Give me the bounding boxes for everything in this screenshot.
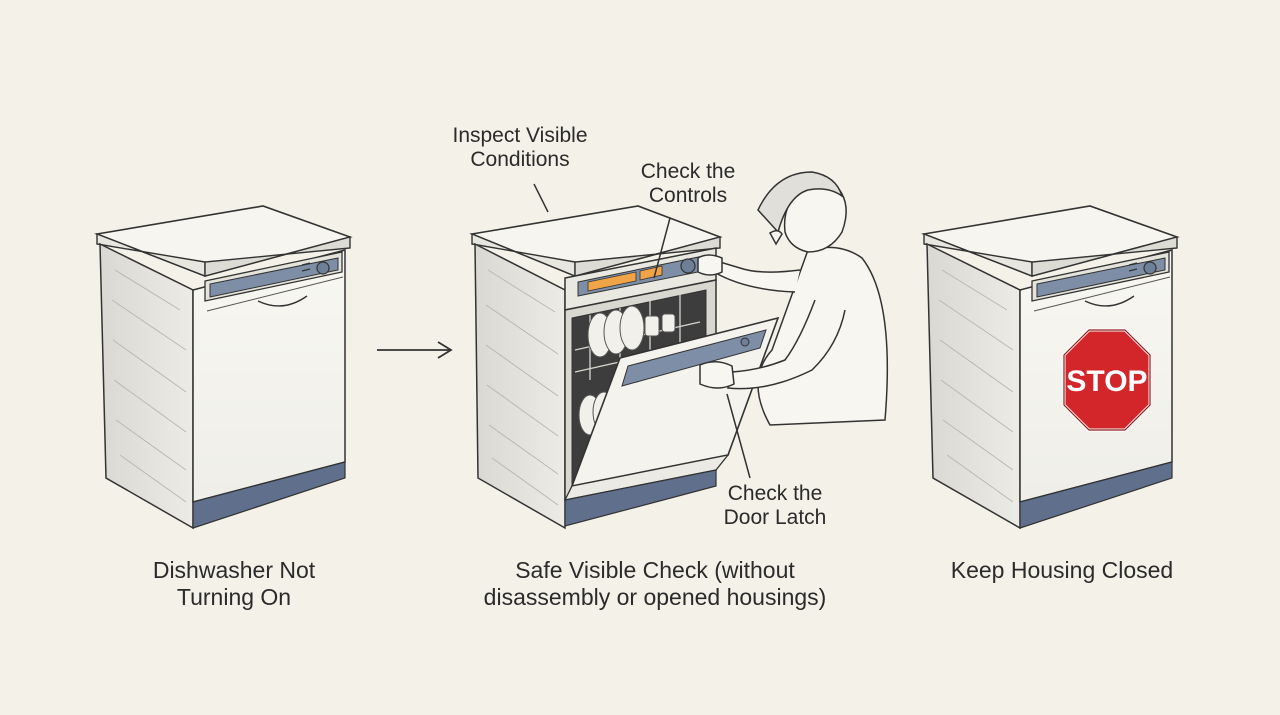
leader-lines [533, 183, 751, 479]
dishwasher-closed-stop: STOP [921, 205, 1180, 530]
annotation-inspect-line-2: Conditions [470, 148, 570, 171]
caption-stage-2-line-2: disassembly or opened housings) [483, 584, 827, 610]
caption-stage-3-line-1: Keep Housing Closed [950, 557, 1174, 583]
annotation-latch-line-2: Door Latch [723, 506, 827, 529]
dishwasher-closed [94, 205, 353, 530]
caption-stage-2: Safe Visible Check (without disassembly … [470, 557, 840, 611]
annotation-controls: Check the Controls [628, 160, 748, 208]
caption-stage-1-line-2: Turning On [176, 584, 292, 610]
annotation-inspect-line-1: Inspect Visible [452, 124, 588, 147]
stop-sign-icon: STOP [1062, 328, 1152, 432]
caption-stage-1-line-1: Dishwasher Not [152, 557, 316, 583]
caption-stage-2-line-1: Safe Visible Check (without [515, 557, 795, 583]
annotation-controls-line-2: Controls [648, 184, 728, 207]
caption-stage-1: Dishwasher Not Turning On [114, 557, 354, 611]
dishwasher-open [469, 205, 780, 530]
person-figure [697, 171, 889, 426]
arrow-icon [377, 341, 453, 359]
caption-stage-3: Keep Housing Closed [932, 557, 1192, 584]
annotation-latch: Check the Door Latch [705, 482, 845, 530]
annotation-inspect: Inspect Visible Conditions [440, 124, 600, 172]
annotation-latch-line-1: Check the [727, 482, 823, 505]
annotation-controls-line-1: Check the [640, 160, 736, 183]
stop-sign-text: STOP [1066, 365, 1147, 398]
